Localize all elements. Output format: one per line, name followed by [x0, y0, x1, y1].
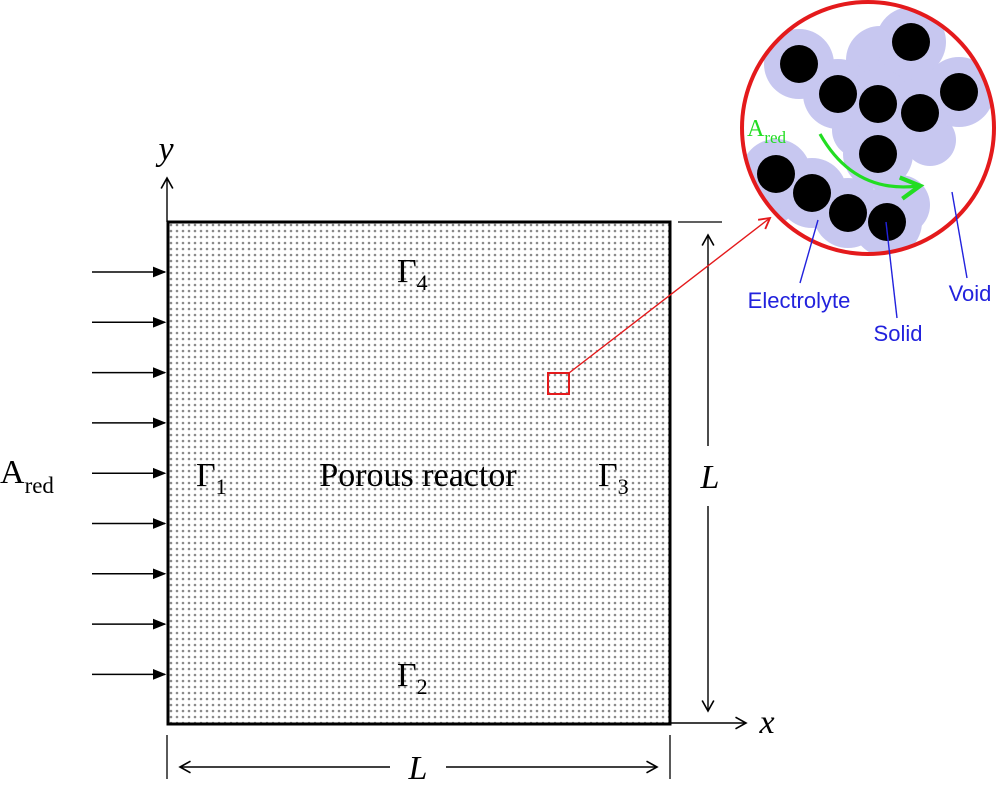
inflow-label: Ared — [0, 454, 54, 498]
solid-particle — [780, 45, 818, 83]
boundary-gamma-4-sub: 4 — [417, 270, 428, 295]
solid-particle — [793, 174, 831, 212]
inflow-arrows — [92, 266, 167, 680]
solid-particle — [868, 203, 906, 241]
void-label: Void — [949, 281, 992, 306]
boundary-gamma-4: Γ4 — [397, 253, 428, 295]
solid-particle — [859, 135, 897, 173]
boundary-gamma-1-symbol: Γ — [196, 457, 216, 494]
boundary-gamma-2-symbol: Γ — [397, 657, 417, 694]
solid-particle — [892, 23, 930, 61]
y-axis-label: y — [155, 131, 174, 168]
solid-particle — [819, 75, 857, 113]
porous-domain — [166, 220, 672, 726]
solid-particle — [829, 194, 867, 232]
electrolyte-label: Electrolyte — [748, 288, 851, 313]
zoom-marker-square — [547, 372, 570, 395]
boundary-gamma-1: Γ1 — [196, 457, 227, 499]
boundary-gamma-4-symbol: Γ — [397, 253, 417, 290]
zoom-connector — [568, 216, 772, 374]
zoom-inset: Ared — [740, 0, 996, 256]
height-label: L — [700, 459, 720, 496]
reaction-path-arrow — [818, 133, 918, 187]
boundary-gamma-2: Γ2 — [397, 657, 428, 699]
x-axis-label: x — [758, 704, 774, 741]
zoom-reactant-label: Ared — [747, 116, 787, 147]
boundary-gamma-3: Γ3 — [598, 457, 629, 499]
boundary-gamma-3-symbol: Γ — [598, 457, 618, 494]
solid-particle — [940, 73, 978, 111]
zoom-reactant-sub: red — [764, 128, 786, 147]
inflow-label-main: A — [0, 454, 25, 491]
solid-particles — [757, 23, 978, 241]
solid-label: Solid — [874, 321, 923, 346]
boundary-gamma-3-sub: 3 — [618, 474, 629, 499]
solid-particle — [757, 155, 795, 193]
reactor-title: Porous reactor — [319, 457, 517, 494]
solid-particle — [901, 94, 939, 132]
boundary-gamma-2-sub: 2 — [417, 674, 428, 699]
void-leader — [951, 191, 968, 279]
solid-leader — [885, 221, 898, 319]
inflow-label-sub: red — [25, 473, 55, 498]
zoom-reactant-main: A — [747, 116, 765, 142]
boundary-gamma-1-sub: 1 — [216, 474, 227, 499]
solid-particle — [859, 85, 897, 123]
zoom-circle-border — [740, 0, 996, 256]
width-label: L — [408, 750, 428, 781]
electrolyte-leader — [799, 219, 819, 284]
